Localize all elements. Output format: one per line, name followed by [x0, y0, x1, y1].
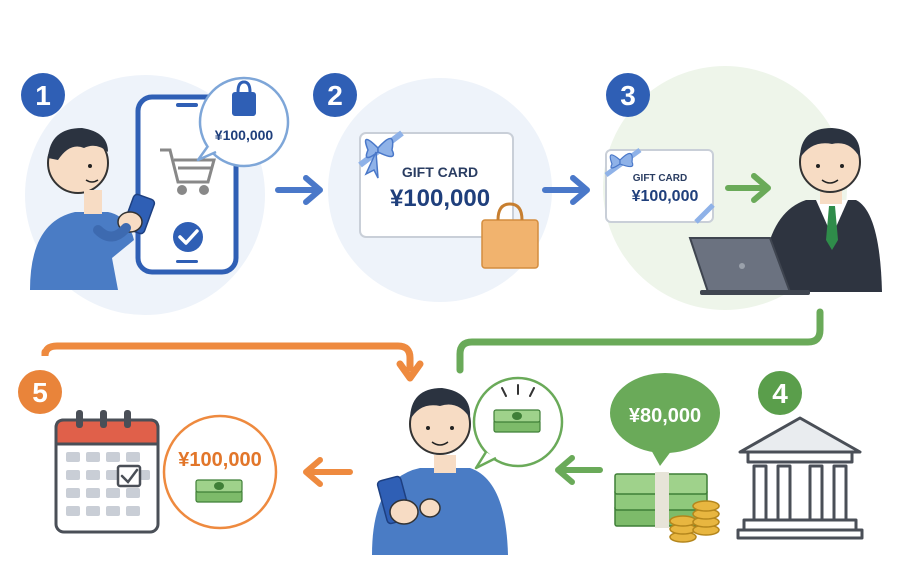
- ribbon-bow-small-icon: [604, 147, 642, 178]
- arrow-card-to-buyer: [725, 173, 771, 203]
- customer-person: [30, 128, 156, 290]
- step-5: 5 ¥100,000: [18, 370, 278, 534]
- step-3-card-title: GIFT CARD: [633, 173, 687, 184]
- seller-person: [372, 388, 508, 555]
- step-4-number: 4: [772, 378, 788, 409]
- checked-date-icon: [116, 464, 142, 488]
- step-3: GIFT CARD ¥100,000 3: [603, 66, 882, 310]
- buyer-businessman: [762, 128, 882, 292]
- step-2-card-title: GIFT CARD: [402, 164, 478, 180]
- coins-icon: [669, 500, 720, 543]
- shopping-bag-orange-icon: [481, 202, 539, 269]
- step-5-bubble-amount: ¥100,000: [178, 449, 261, 471]
- cash-bundle-orange-icon: [195, 479, 243, 503]
- step-3-badge: [606, 73, 650, 117]
- gift-card-small: [605, 149, 714, 223]
- laptop-icon: [688, 237, 810, 295]
- step-2-badge: [313, 73, 357, 117]
- cash-notification-bubble: [472, 376, 564, 470]
- shopping-cart-icon: [160, 148, 216, 195]
- step-3-number: 3: [620, 80, 636, 111]
- arrow-1-to-2: [275, 175, 323, 205]
- cash-amount-bubble: [610, 373, 720, 453]
- step-4: 4 ¥80,000: [555, 371, 864, 543]
- step-3-card-amount: ¥100,000: [632, 188, 699, 205]
- step-2-card-amount: ¥100,000: [390, 185, 490, 212]
- step-5-number: 5: [32, 377, 48, 408]
- step-1: ¥100,000 1: [21, 73, 290, 315]
- repayment-bubble: [162, 414, 278, 530]
- arrow-4-to-seller: [555, 455, 603, 485]
- gift-card-large: [359, 132, 514, 238]
- step-5-badge: [18, 370, 62, 414]
- bank-building-icon: [736, 416, 864, 540]
- price-bubble: [198, 76, 290, 168]
- green-connector-line: [456, 308, 824, 374]
- orange-connector-arrowhead: [396, 360, 424, 382]
- step-4-bubble-amount: ¥80,000: [629, 405, 701, 427]
- step-2: GIFT CARD ¥100,000 2: [313, 73, 552, 302]
- step-1-bubble-amount: ¥100,000: [215, 127, 274, 143]
- orange-connector-line: [41, 342, 414, 372]
- arrow-2-to-3: [542, 175, 590, 205]
- cash-bundle-icon: [493, 409, 541, 433]
- step-2-number: 2: [327, 80, 343, 111]
- calendar-icon: [54, 410, 160, 534]
- shopping-bag-icon: [232, 80, 256, 116]
- ribbon-bow-icon: [358, 130, 404, 179]
- step-1-badge: [21, 73, 65, 117]
- arrow-seller-to-5: [303, 457, 353, 487]
- step-4-badge: [758, 371, 802, 415]
- check-circle-icon: [173, 222, 203, 252]
- step-1-number: 1: [35, 80, 51, 111]
